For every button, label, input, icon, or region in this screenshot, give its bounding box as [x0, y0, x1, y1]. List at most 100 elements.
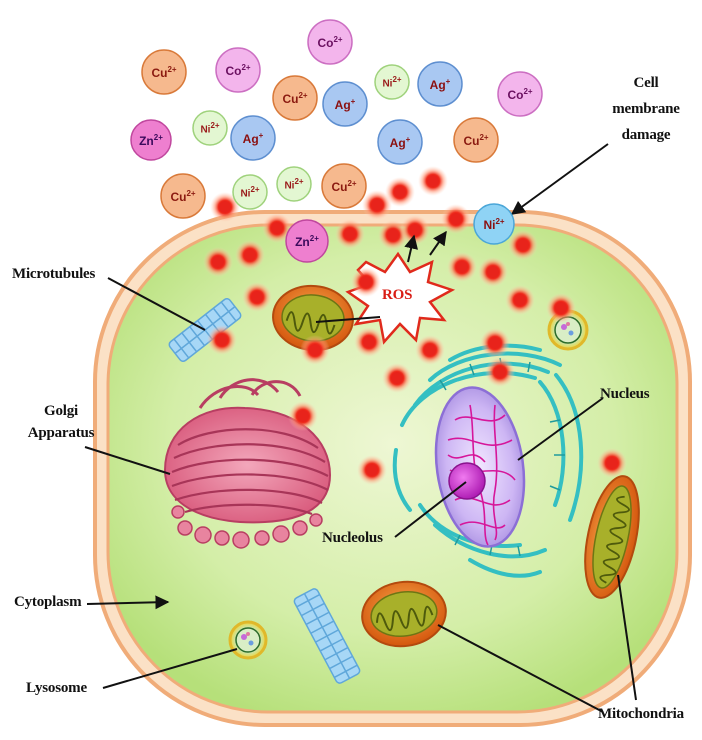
ion-symbol: Cu2+ — [151, 65, 176, 80]
ros-dot — [424, 344, 436, 356]
cell-membrane-damage-line-2: membrane — [600, 96, 692, 122]
ion-label: Co2+ — [308, 20, 352, 64]
ion-charge: 2+ — [523, 87, 532, 96]
cell-membrane-damage-line-3: damage — [600, 122, 692, 148]
ros-dot — [271, 222, 283, 234]
ion-symbol: Zn2+ — [139, 133, 163, 148]
ion-charge: + — [351, 97, 356, 106]
membrane-leader — [512, 144, 608, 214]
ros-dot — [409, 224, 421, 236]
ion-symbol: Ni2+ — [284, 177, 303, 191]
ion-label: Ni2+ — [277, 167, 311, 201]
ion-symbol: Ni2+ — [200, 121, 219, 135]
ion-symbol: Cu2+ — [463, 133, 488, 148]
golgi-line-2: Apparatus — [26, 422, 96, 444]
ion-charge: 2+ — [310, 234, 319, 243]
ion-symbol: Cu2+ — [282, 91, 307, 106]
ros-label: ROS — [382, 287, 412, 304]
ion-charge: 2+ — [298, 91, 307, 100]
ion-label: Cu2+ — [142, 50, 186, 94]
ros-dot — [219, 201, 231, 213]
ion-symbol: Zn2+ — [295, 234, 319, 249]
ros-dot — [450, 213, 462, 225]
ros-dot — [244, 249, 256, 261]
ion-symbol: Cu2+ — [170, 189, 195, 204]
ion-symbol: Co2+ — [507, 87, 532, 102]
ion-charge: 2+ — [479, 133, 488, 142]
ion-charge: 2+ — [294, 177, 303, 186]
ion-symbol: Ni2+ — [240, 185, 259, 199]
ion-charge: 2+ — [154, 133, 163, 142]
cell-membrane-damage-line-1: Cell — [600, 70, 692, 96]
ros-dot — [606, 457, 618, 469]
ion-symbol: Cu2+ — [331, 179, 356, 194]
ion-symbol: Ag+ — [243, 131, 264, 146]
ion-label: Ni2+ — [474, 204, 514, 244]
ion-label: Cu2+ — [322, 164, 366, 208]
ion-label: Cu2+ — [273, 76, 317, 120]
ion-label: Cu2+ — [161, 174, 205, 218]
ros-dot — [366, 464, 378, 476]
ion-label: Cu2+ — [454, 118, 498, 162]
lysosome-label: Lysosome — [26, 680, 87, 697]
ros-dot — [517, 239, 529, 251]
ros-dot — [394, 186, 406, 198]
ros-dot — [216, 334, 228, 346]
ros-dot — [371, 199, 383, 211]
ion-charge: 2+ — [186, 189, 195, 198]
ion-symbol: Ag+ — [390, 135, 411, 150]
ros-dot — [514, 294, 526, 306]
ion-charge: + — [259, 131, 264, 140]
ion-label: Ag+ — [418, 62, 462, 106]
ion-label: Ni2+ — [375, 65, 409, 99]
microtubules-label: Microtubules — [12, 266, 95, 283]
ion-label: Co2+ — [216, 48, 260, 92]
ros-dot — [489, 337, 501, 349]
ion-label: Ag+ — [323, 82, 367, 126]
ion-charge: 2+ — [495, 217, 504, 226]
ros-dot — [391, 372, 403, 384]
ion-charge: 2+ — [347, 179, 356, 188]
ion-label: Ag+ — [231, 116, 275, 160]
lysosome-left — [230, 622, 266, 658]
golgi-apparatus-label: Golgi Apparatus — [26, 400, 96, 444]
nucleus-label: Nucleus — [600, 386, 649, 403]
ion-symbol: Ag+ — [335, 97, 356, 112]
ros-dot — [427, 175, 439, 187]
ros-dot — [456, 261, 468, 273]
ion-charge: 2+ — [392, 75, 401, 84]
ros-dot — [251, 291, 263, 303]
golgi-line-1: Golgi — [26, 400, 96, 422]
ion-symbol: Co2+ — [317, 35, 342, 50]
ros-dot — [297, 410, 309, 422]
ros-dot — [387, 229, 399, 241]
ion-charge: 2+ — [241, 63, 250, 72]
ion-charge: + — [406, 135, 411, 144]
ros-dot — [344, 228, 356, 240]
cytoplasm-label: Cytoplasm — [14, 594, 81, 611]
ion-label: Co2+ — [498, 72, 542, 116]
ion-symbol: Ag+ — [430, 77, 451, 92]
ros-dot — [212, 256, 224, 268]
ion-charge: 2+ — [210, 121, 219, 130]
ion-symbol: Co2+ — [225, 63, 250, 78]
ion-charge: + — [446, 77, 451, 86]
cell-membrane-damage-label: Cell membrane damage — [600, 70, 692, 148]
ros-dot — [309, 344, 321, 356]
ion-symbol: Ni2+ — [382, 75, 401, 89]
ion-symbol: Ni2+ — [483, 217, 504, 232]
ion-label: Zn2+ — [131, 120, 171, 160]
ion-label: Zn2+ — [286, 220, 328, 262]
nucleolus-label: Nucleolus — [322, 530, 383, 547]
ion-charge: 2+ — [333, 35, 342, 44]
mitochondria-label: Mitochondria — [598, 706, 684, 723]
ion-label: Ag+ — [378, 120, 422, 164]
ros-dot — [363, 336, 375, 348]
ion-label: Ni2+ — [233, 175, 267, 209]
ros-dot — [487, 266, 499, 278]
ion-charge: 2+ — [167, 65, 176, 74]
ion-charge: 2+ — [250, 185, 259, 194]
ros-dot — [360, 276, 372, 288]
ion-label: Ni2+ — [193, 111, 227, 145]
